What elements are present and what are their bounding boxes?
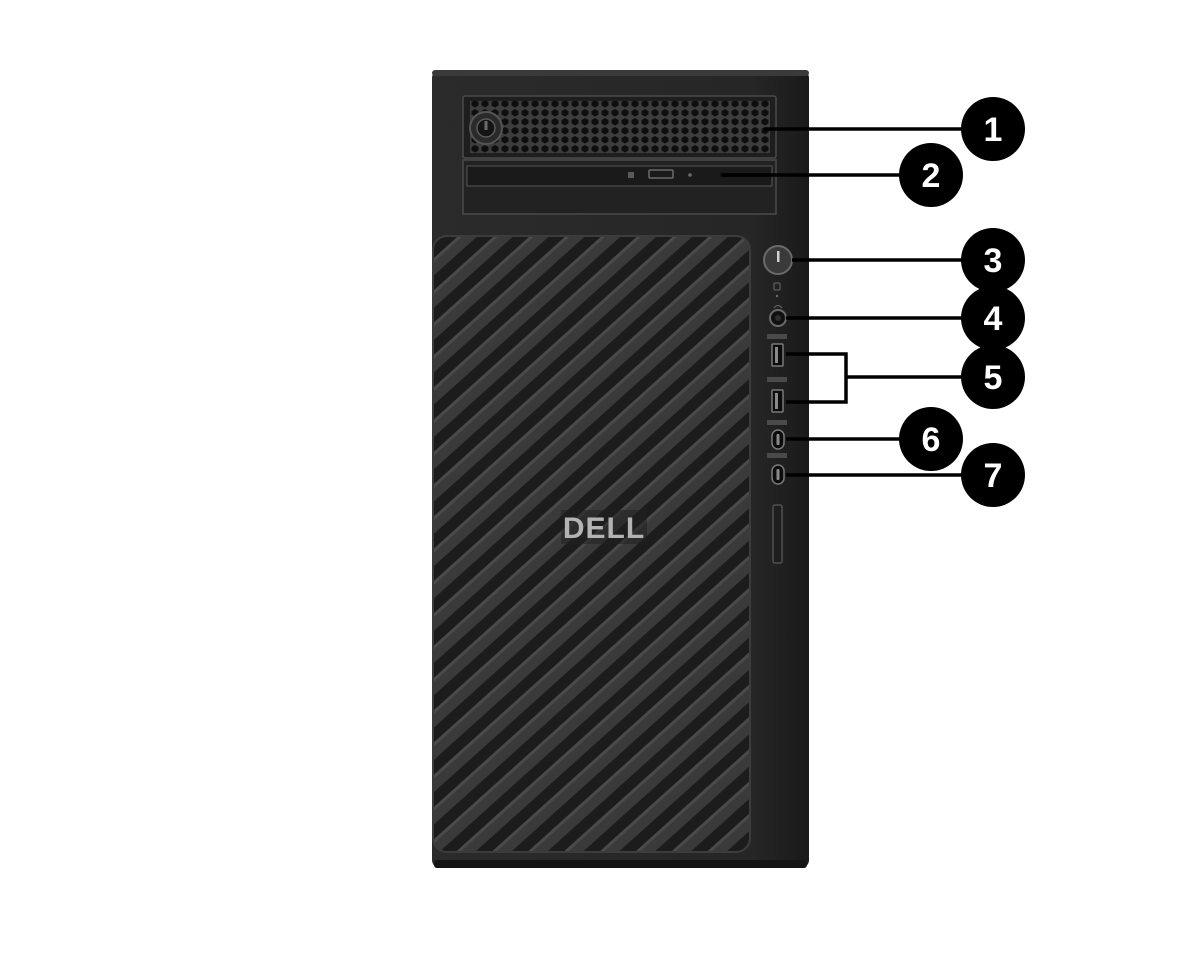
callout-4: 4	[961, 286, 1025, 350]
callout-2: 2	[899, 143, 963, 207]
usb-type-c-port-upper[interactable]	[767, 420, 787, 450]
usb-speed-icon	[767, 377, 787, 382]
callout-5-number: 5	[984, 359, 1003, 397]
power-icon	[777, 251, 780, 262]
drive-activity-led	[628, 172, 634, 178]
callout-3: 3	[961, 228, 1025, 292]
usb-speed-icon	[767, 420, 787, 425]
usb-type-a-port-upper[interactable]	[767, 334, 787, 367]
callout-7: 7	[961, 443, 1025, 507]
callout-6-number: 6	[922, 421, 941, 459]
usb-type-a-port-lower[interactable]	[767, 377, 787, 413]
callout-2-number: 2	[922, 157, 941, 195]
front-io-panel	[763, 245, 793, 564]
drive-activity-icon	[773, 282, 781, 298]
usb-speed-icon	[767, 453, 787, 458]
media-card-reader-slot[interactable]	[772, 504, 783, 564]
headset-jack[interactable]	[769, 305, 787, 327]
usb-type-c-port-lower[interactable]	[767, 453, 787, 485]
lock-icon[interactable]	[469, 111, 503, 145]
drive-eject-button[interactable]	[648, 169, 674, 179]
usb-speed-icon	[767, 334, 787, 339]
headset-icon	[773, 305, 783, 309]
leader-lines	[722, 127, 962, 477]
callout-1: 1	[961, 97, 1025, 161]
callout-4-number: 4	[984, 300, 1003, 338]
callout-1-number: 1	[984, 111, 1003, 149]
callout-6: 6	[899, 407, 963, 471]
svg-text:DELL: DELL	[563, 512, 645, 545]
callout-3-number: 3	[984, 242, 1003, 280]
callout-7-number: 7	[984, 457, 1003, 495]
slim-bay	[462, 95, 777, 159]
callout-5: 5	[961, 345, 1025, 409]
drive-emergency-eject-hole	[688, 173, 692, 177]
brand-logo: DELL	[561, 510, 647, 545]
optical-drive-bay	[462, 159, 777, 215]
power-button[interactable]	[763, 245, 793, 275]
